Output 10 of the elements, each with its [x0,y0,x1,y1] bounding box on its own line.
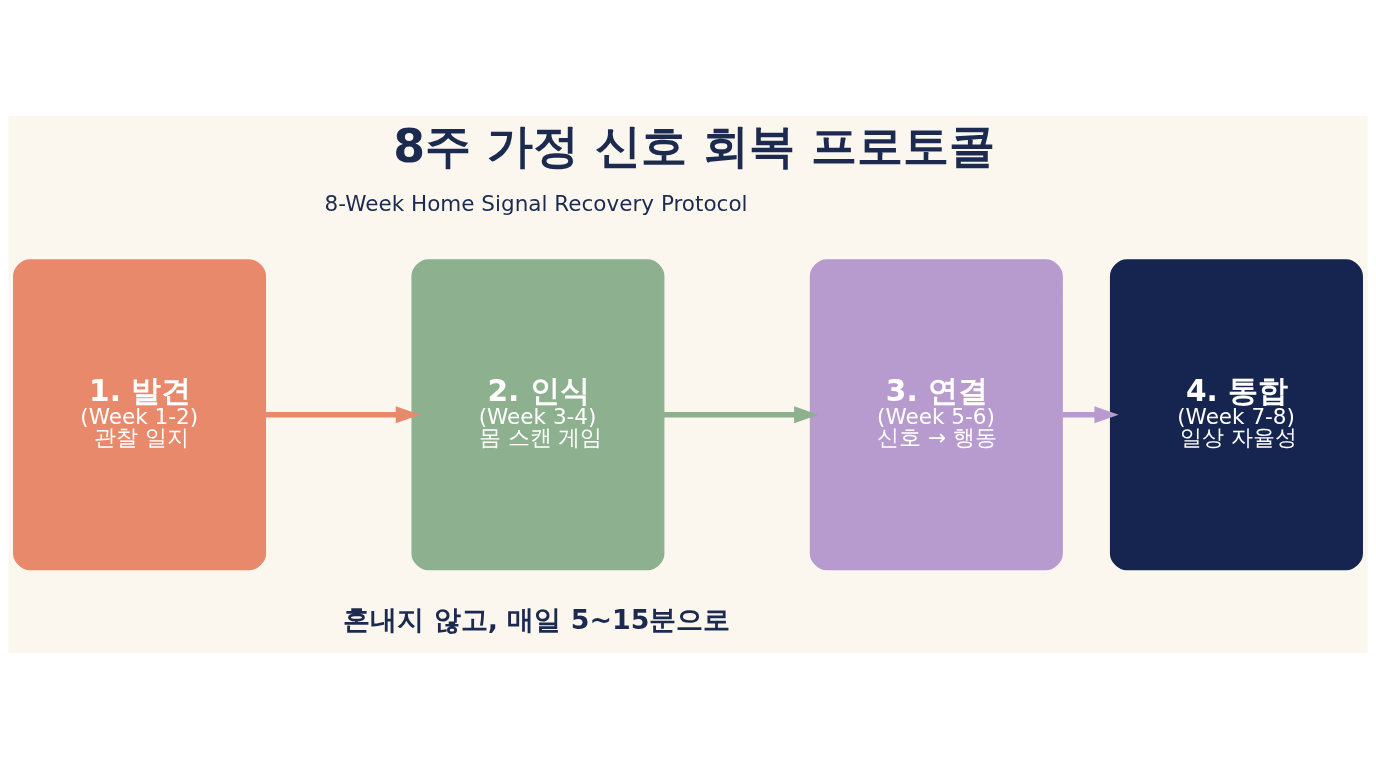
node-box: 4. 통합 (Week 7-8) 일상 자율성 [1109,258,1363,570]
arrow [1062,405,1119,423]
diagram-title: 8주 가정 신호 회복 프로토콜 [393,119,995,173]
node-box: 1. 발견 (Week 1-2) 관찰 일지 [13,258,267,570]
label: 8-Week Home Signal Recovery Protocol [324,190,748,216]
node-box: 2. 인식 (Week 3-4) 몸 스캔 게임 [411,258,665,570]
arrow [663,405,819,423]
label: 혼내지 않고, 매일 5~15분으로 [343,603,731,635]
node-box: 3. 연결 (Week 5-6) 신호 → 행동 [809,258,1063,570]
arrow [265,405,421,423]
